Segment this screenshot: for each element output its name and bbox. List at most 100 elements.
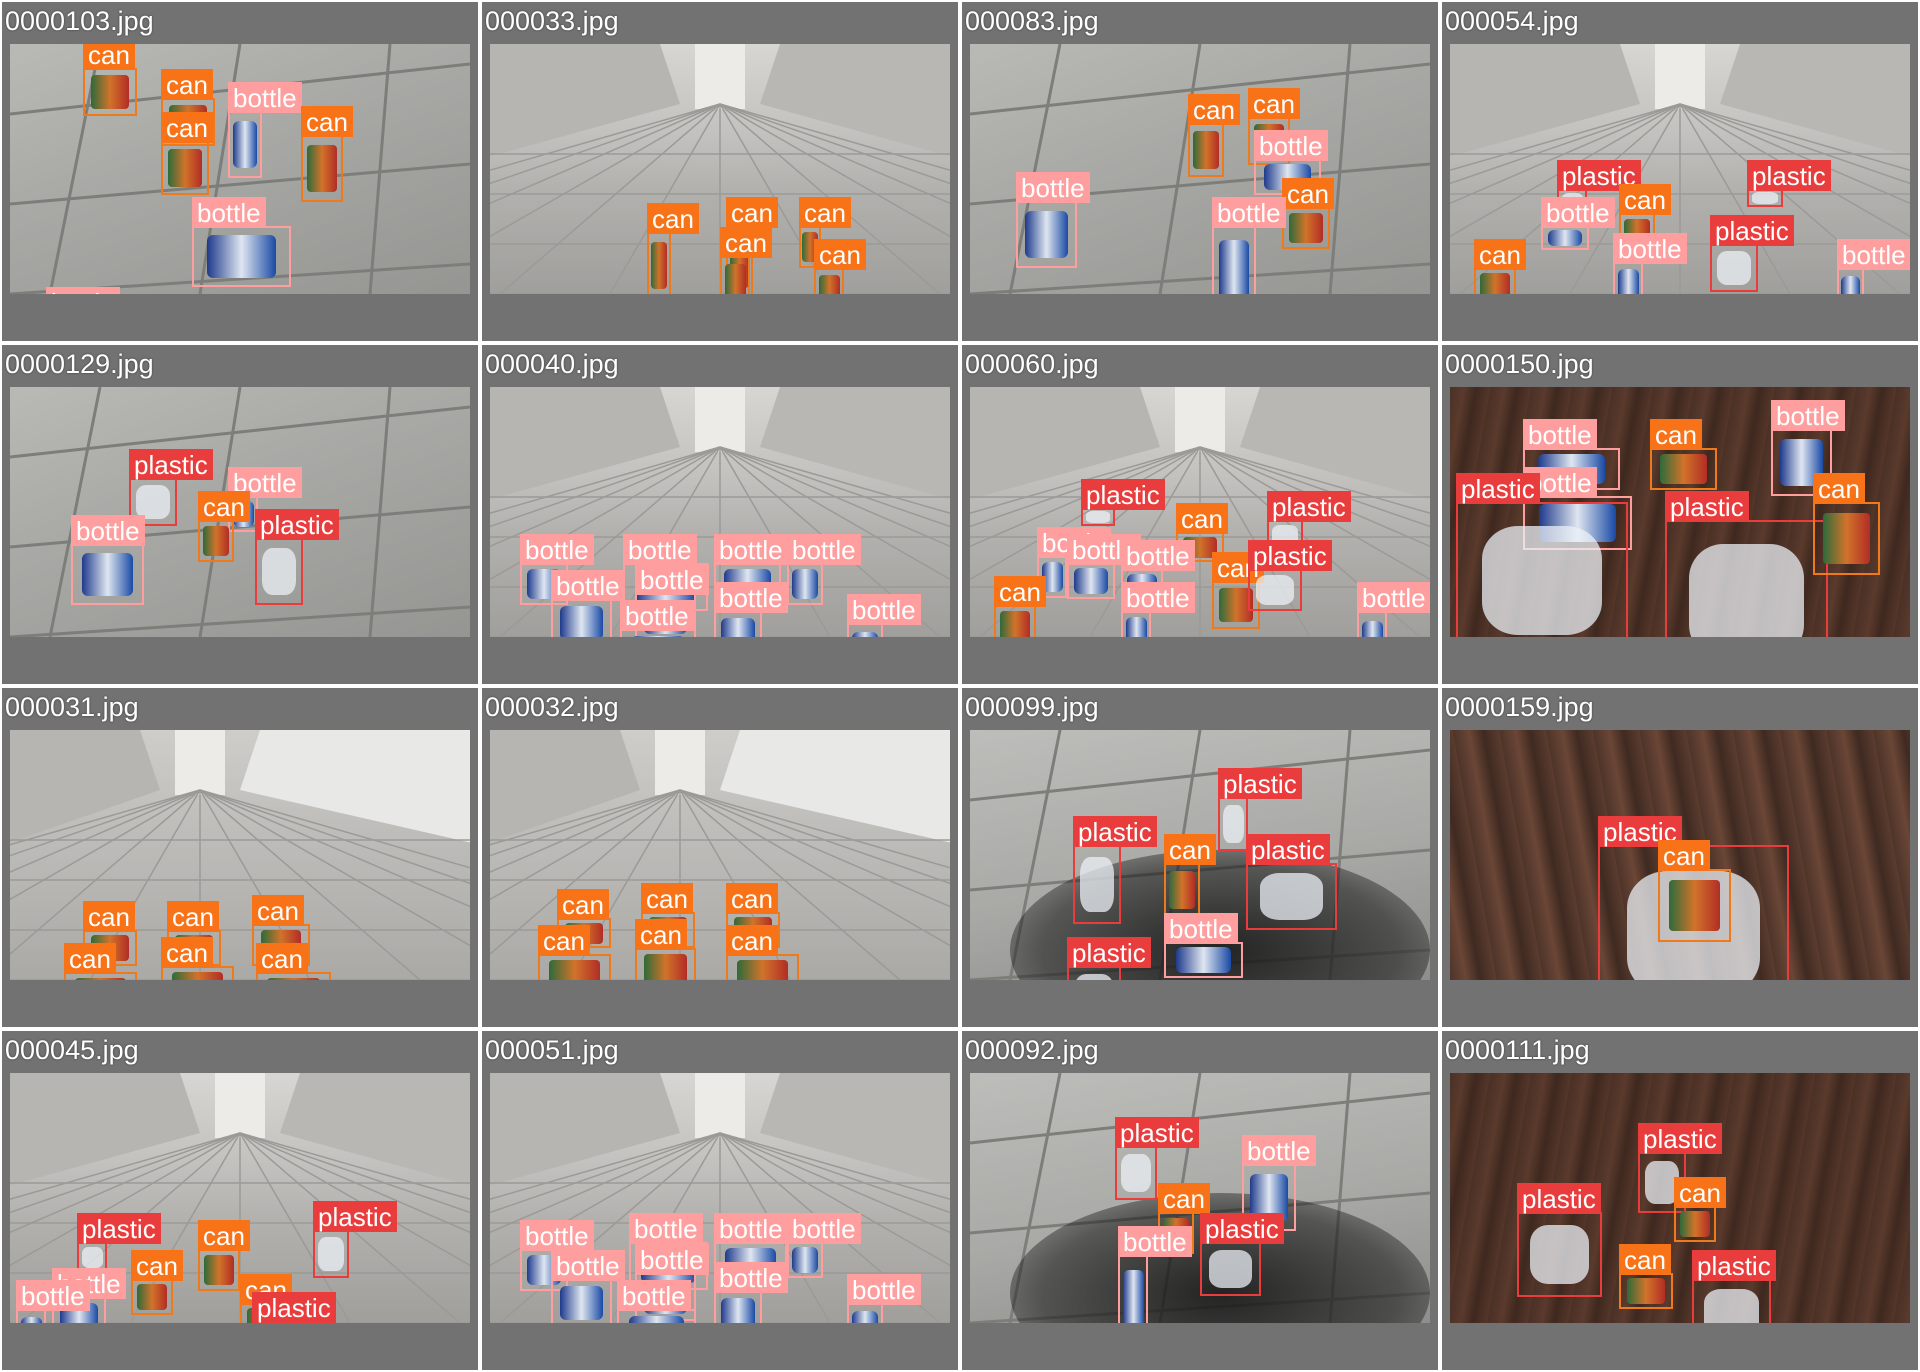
bottle-label: bottle (1541, 197, 1615, 228)
can-label: can (1619, 184, 1671, 215)
tile-photo: plasticcanplasticbottlebottlebottlecanpl… (970, 387, 1430, 637)
plastic-detection-box: plastic (1067, 937, 1151, 980)
plastic-object (1121, 1154, 1151, 1192)
can-label: can (198, 491, 250, 522)
bottle-label: bottle (16, 1280, 90, 1311)
can-label: can (1619, 1244, 1671, 1275)
can-label: can (726, 925, 778, 956)
bottle-object (233, 121, 257, 168)
bottle-detection-box: bottle (1212, 197, 1286, 294)
tile-filename: 000060.jpg (965, 349, 1099, 379)
bottle-detection-box: bottle (551, 1250, 625, 1323)
plastic-label: plastic (1692, 1250, 1776, 1281)
plastic-object (1209, 1250, 1252, 1288)
bottle-label: bottle (847, 1274, 921, 1305)
tile-filename: 000054.jpg (1445, 6, 1579, 36)
plastic-detection-box: plastic (1710, 215, 1794, 292)
can-object (1480, 273, 1510, 294)
bottle-detection-box: bottle (1837, 239, 1910, 294)
bottle-detection-box: bottle (1523, 419, 1620, 490)
can-label: can (301, 106, 353, 137)
can-detection-box: can (635, 919, 696, 980)
plastic-label: plastic (255, 509, 339, 540)
plastic-object (1256, 575, 1294, 605)
plastic-object (1481, 525, 1603, 636)
bottle-detection-box: bottle (228, 82, 302, 178)
bottle-detection-box: bottle (16, 1280, 90, 1323)
bottle-label: bottle (629, 1213, 703, 1244)
tile-photo: cancancanbottlecanbottlebottle (10, 44, 470, 294)
tile-filename: 000040.jpg (485, 349, 619, 379)
can-detection-box: can (198, 491, 250, 562)
bottle-label: bottle (1121, 540, 1195, 571)
bottle-object (628, 1316, 685, 1323)
bottle-object (560, 1286, 603, 1320)
bottle-detection-box: bottle (192, 197, 291, 287)
can-label: can (647, 203, 699, 234)
can-detection-box: can (720, 227, 772, 294)
bottle-detection-box: bottle (1121, 582, 1195, 637)
bottle-label: bottle (46, 287, 120, 294)
plastic-object (1645, 1161, 1679, 1204)
tile-filename: 000099.jpg (965, 692, 1099, 722)
can-label: can (198, 1220, 250, 1251)
can-object (736, 960, 789, 980)
mosaic-tile: cancancanbottlecanbottlebottle0000103.jp… (2, 2, 478, 341)
plastic-label: plastic (1710, 215, 1794, 246)
can-object (137, 1284, 167, 1310)
can-label: can (635, 919, 687, 950)
can-detection-box: can (161, 69, 215, 146)
floor-grid (1450, 44, 1910, 294)
plastic-detection-box: plastic (252, 1292, 336, 1323)
bottle-detection-box: bottle (714, 1262, 788, 1323)
floor-grid (490, 730, 950, 980)
can-detection-box: can (161, 937, 234, 980)
can-object (650, 242, 668, 289)
can-label: can (1813, 473, 1865, 504)
floor-grid (490, 1073, 950, 1323)
tile-filename: 000033.jpg (485, 6, 619, 36)
can-detection-box: can (131, 1250, 183, 1315)
bottle-detection-box: bottle (787, 1213, 861, 1278)
plastic-object (262, 548, 296, 595)
can-label: can (1658, 840, 1710, 871)
plastic-label: plastic (1081, 479, 1165, 510)
plastic-object (136, 485, 170, 519)
bottle-detection-box: bottle (71, 515, 145, 605)
can-label: can (256, 943, 308, 974)
can-label: can (1164, 834, 1216, 865)
can-detection-box: can (1176, 503, 1228, 562)
plastic-detection-box: plastic (1081, 479, 1165, 526)
tile-filename: 0000103.jpg (5, 6, 154, 36)
can-label: can (1674, 1177, 1726, 1208)
can-detection-box: can (1188, 94, 1240, 177)
bottle-object (1122, 1270, 1144, 1323)
plastic-detection-box: plastic (1638, 1123, 1722, 1213)
can-object (1680, 1211, 1710, 1237)
plastic-object (1703, 1289, 1760, 1323)
bottle-object (721, 1298, 755, 1323)
tile-filename: 000051.jpg (485, 1035, 619, 1065)
bottle-label: bottle (1016, 172, 1090, 203)
bottle-label: bottle (1771, 400, 1845, 431)
can-object (267, 978, 320, 980)
bottle-detection-box: bottle (1613, 233, 1687, 294)
plastic-detection-box: plastic (255, 509, 339, 605)
can-object (1660, 454, 1707, 484)
plastic-object (1080, 856, 1114, 913)
plastic-object (1529, 1224, 1590, 1285)
plastic-detection-box: plastic (1073, 816, 1157, 924)
bottle-label: bottle (635, 1244, 709, 1275)
bottle-label: bottle (714, 1262, 788, 1293)
tile-filename: 0000150.jpg (1445, 349, 1594, 379)
plastic-detection-box: plastic (1115, 1117, 1199, 1200)
bottle-detection-box: bottle (228, 467, 302, 532)
bottle-detection-box: bottle (1118, 1226, 1192, 1323)
